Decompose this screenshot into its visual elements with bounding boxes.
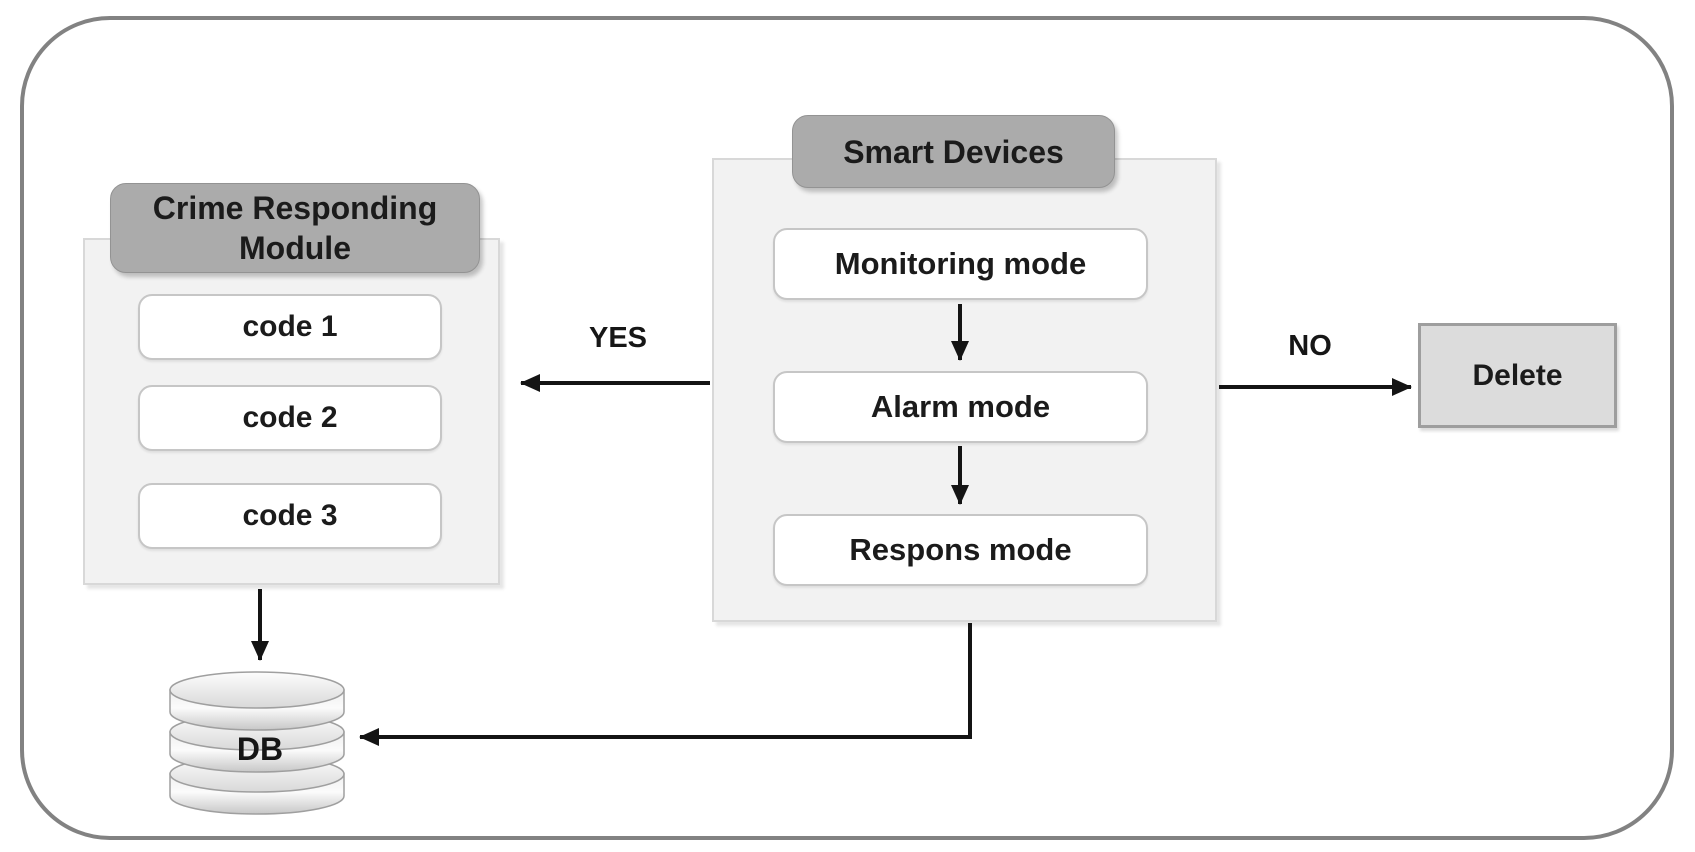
- code-3-box: code 3: [138, 483, 442, 549]
- smart-devices-title: Smart Devices: [792, 115, 1115, 188]
- smart-devices-title-label: Smart Devices: [843, 133, 1064, 170]
- code-1-box: code 1: [138, 294, 442, 360]
- respons-mode-label: Respons mode: [849, 532, 1072, 567]
- monitoring-mode-label: Monitoring mode: [834, 246, 1087, 281]
- monitoring-mode-box: Monitoring mode: [773, 228, 1148, 300]
- outer-frame: [20, 16, 1674, 840]
- alarm-mode-box: Alarm mode: [773, 371, 1148, 443]
- code-3-label: code 3: [242, 499, 338, 532]
- db-label: DB: [236, 731, 284, 767]
- code-2-label: code 2: [242, 401, 338, 434]
- code-1-label: code 1: [242, 310, 338, 343]
- respons-mode-box: Respons mode: [773, 514, 1148, 586]
- yes-edge-label: YES: [588, 322, 648, 354]
- delete-label: Delete: [1472, 358, 1563, 392]
- code-2-box: code 2: [138, 385, 442, 451]
- crime-responding-module-title-label: Crime Responding Module: [152, 190, 438, 266]
- crime-responding-module-title: Crime Responding Module: [110, 183, 480, 273]
- no-edge-label: NO: [1288, 330, 1332, 362]
- alarm-mode-label: Alarm mode: [870, 389, 1051, 424]
- delete-box: Delete: [1418, 323, 1617, 428]
